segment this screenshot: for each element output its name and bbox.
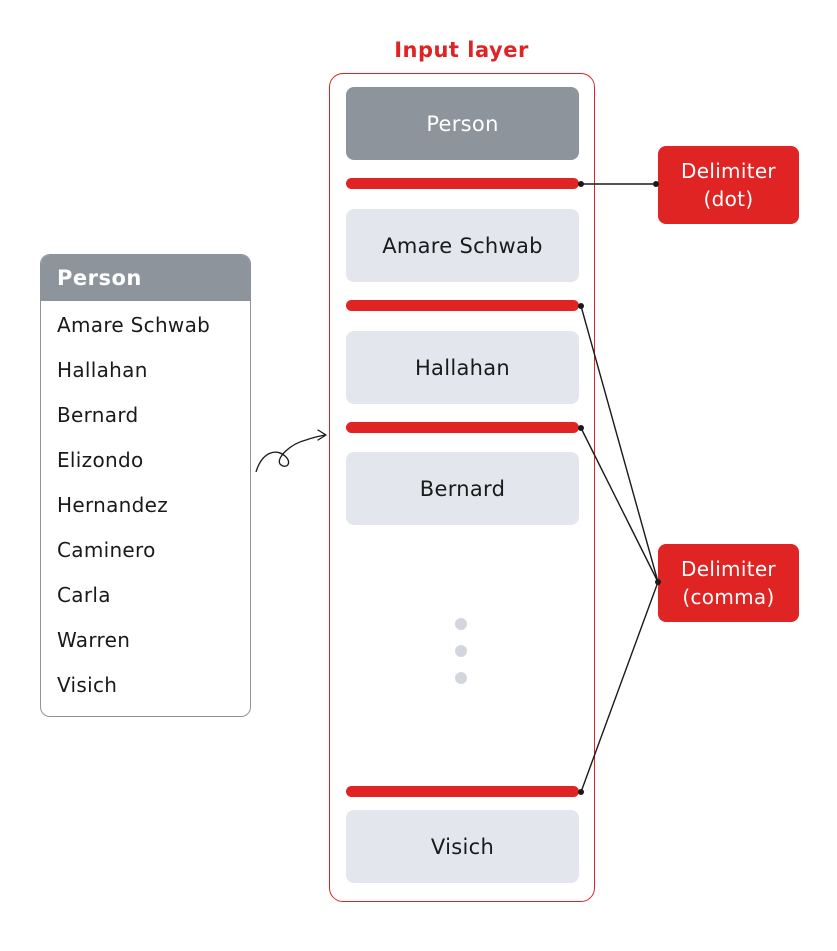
delimiter-bar-comma xyxy=(346,786,579,797)
table-row: Bernard xyxy=(57,403,139,427)
input-header-cell: Person xyxy=(346,87,579,160)
table-row: Hallahan xyxy=(57,358,148,382)
delimiter-label-dot: Delimiter (dot) xyxy=(658,146,799,224)
table-row: Carla xyxy=(57,583,111,607)
delimiter-bar-comma xyxy=(346,422,579,433)
delimiter-label-comma: Delimiter (comma) xyxy=(658,544,799,622)
table-row: Caminero xyxy=(57,538,156,562)
table-row: Elizondo xyxy=(57,448,144,472)
delimiter-label-line: Delimiter xyxy=(681,557,776,581)
delimiter-label-line: (dot) xyxy=(703,187,754,211)
input-cell: Bernard xyxy=(346,452,579,525)
delimiter-bar-comma xyxy=(346,300,579,311)
input-layer-title: Input layer xyxy=(394,38,529,62)
delimiter-label-line: Delimiter xyxy=(681,159,776,183)
source-table: Person Amare Schwab Hallahan Bernard Eli… xyxy=(40,254,251,717)
table-row: Warren xyxy=(57,628,131,652)
table-row: Amare Schwab xyxy=(57,313,211,337)
curved-arrow-icon xyxy=(255,429,327,473)
input-cell: Hallahan xyxy=(346,331,579,404)
input-cell-last: Visich xyxy=(346,810,579,883)
delimiter-bar-dot xyxy=(346,178,579,189)
table-rows: Amare Schwab Hallahan Bernard Elizondo H… xyxy=(41,303,250,708)
table-header: Person xyxy=(41,255,250,301)
delimiter-label-line: (comma) xyxy=(682,585,775,609)
input-cell: Amare Schwab xyxy=(346,209,579,282)
table-row: Hernandez xyxy=(57,493,169,517)
table-row: Visich xyxy=(57,673,118,697)
